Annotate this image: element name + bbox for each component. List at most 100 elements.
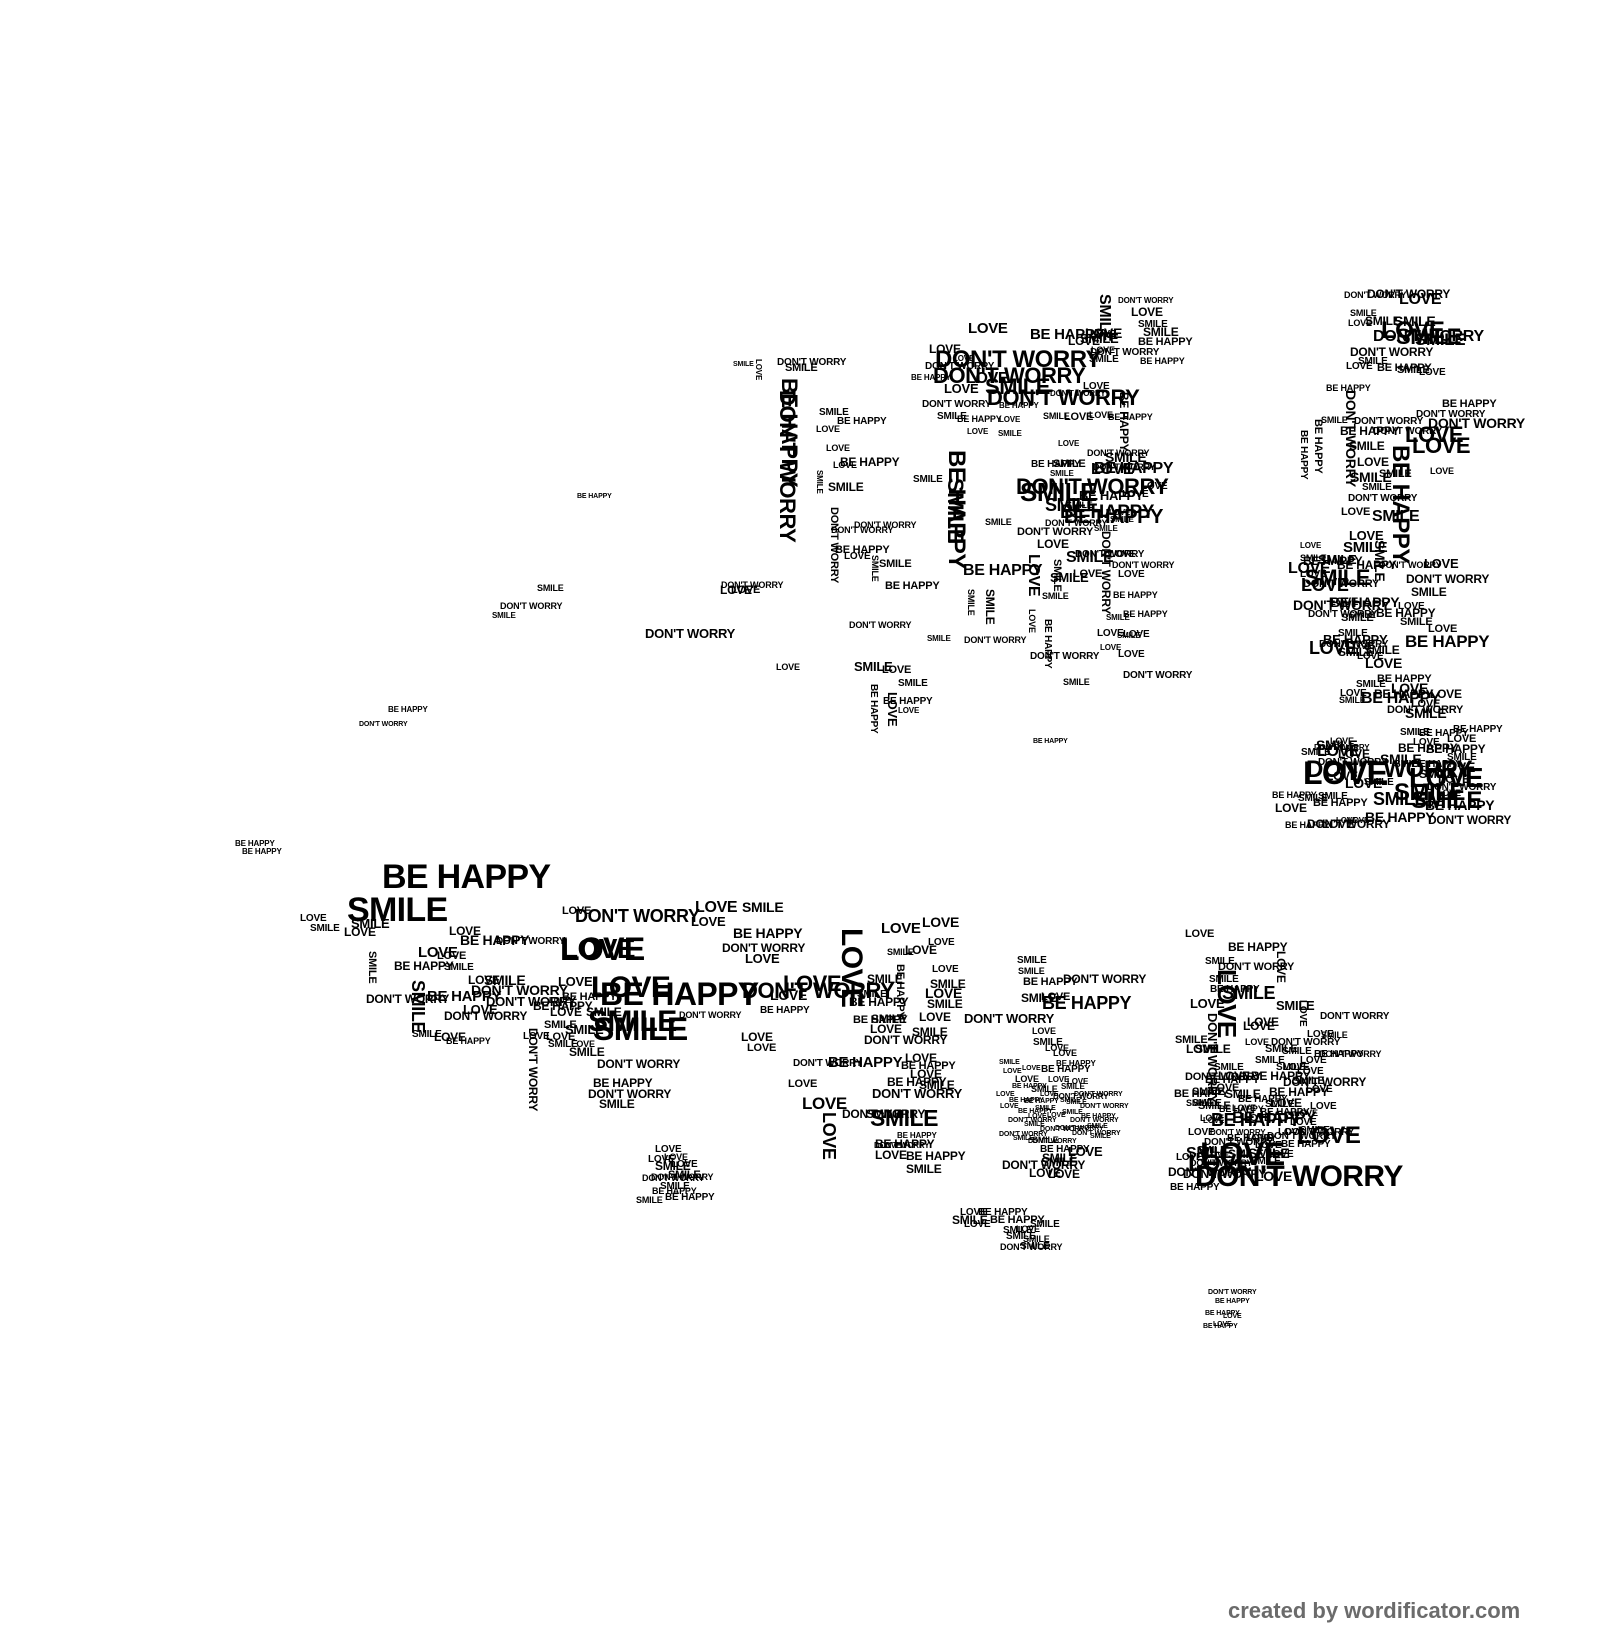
word-love: LOVE — [1307, 1029, 1334, 1040]
word-smile: SMILE — [484, 972, 526, 988]
word-smile: SMILE — [1321, 1030, 1348, 1040]
word-don-t-worry: DON'T WORRY — [1367, 287, 1451, 301]
word-love: LOVE — [468, 973, 500, 987]
word-love: LOVE — [1200, 1136, 1285, 1172]
word-smile: SMILE — [854, 659, 893, 674]
word-smile: SMILE — [742, 899, 784, 915]
word-don-t-worry: DON'T WORRY — [359, 721, 408, 728]
word-don-t-worry: DON'T WORRY — [1008, 1117, 1057, 1124]
word-love: LOVE — [1413, 737, 1440, 748]
word-be-happy: BE HAPPY — [853, 1014, 908, 1026]
word-smile: SMILE — [1094, 524, 1118, 533]
word-be-happy: BE HAPPY — [835, 544, 890, 556]
word-be-happy: BE HAPPY — [1260, 1107, 1310, 1118]
word-smile: SMILE — [1045, 495, 1099, 515]
word-don-t-worry: DON'T WORRY — [642, 1173, 705, 1183]
word-smile: SMILE — [870, 1105, 938, 1131]
word-smile: SMILE — [1358, 356, 1388, 367]
word-love: LOVE — [1419, 367, 1446, 378]
word-don-t-worry: DON'T WORRY — [588, 1087, 672, 1101]
word-smile: SMILE — [537, 583, 564, 593]
word-don-t-worry: DON'T WORRY — [1387, 704, 1464, 716]
word-be-happy: BE HAPPY — [1269, 1085, 1329, 1099]
word-smile: SMILE — [1365, 314, 1401, 328]
word-be-happy: BE HAPPY — [1312, 419, 1324, 474]
word-be-happy: BE HAPPY — [1060, 502, 1155, 523]
word-love: LOVE — [1083, 381, 1110, 392]
word-be-happy: BE HAPPY — [957, 414, 1002, 424]
word-be-happy: BE HAPPY — [1024, 1098, 1059, 1105]
word-love: LOVE — [1246, 1133, 1273, 1144]
word-smile: SMILE — [930, 977, 966, 991]
word-be-happy: BE HAPPY — [1081, 1113, 1116, 1120]
word-love: LOVE — [1068, 334, 1100, 348]
word-smile: SMILE — [1362, 482, 1392, 493]
word-be-happy: BE HAPPY — [1377, 673, 1432, 685]
word-smile: SMILE — [952, 1213, 988, 1227]
word-love: LOVE — [1118, 569, 1145, 580]
word-smile: SMILE — [1339, 695, 1366, 705]
word-be-happy: BE HAPPY — [1031, 459, 1081, 470]
word-love: LOVE — [1190, 996, 1225, 1011]
word-love: LOVE — [1347, 641, 1374, 652]
word-don-t-worry: DON'T WORRY — [987, 385, 1140, 410]
word-be-happy: BE HAPPY — [1219, 1104, 1264, 1114]
word-smile: SMILE — [1062, 1109, 1083, 1116]
word-be-happy: BE HAPPY — [562, 991, 617, 1003]
word-don-t-worry: DON'T WORRY — [1373, 328, 1484, 345]
word-smile: SMILE — [1066, 500, 1093, 510]
word-love: LOVE — [1109, 508, 1131, 517]
word-smile: SMILE — [1301, 747, 1331, 758]
word-be-happy: BE HAPPY — [901, 1060, 956, 1072]
word-love: LOVE — [819, 1112, 839, 1160]
word-don-t-worry: DON'T WORRY — [1319, 639, 1389, 650]
word-smile: SMILE — [1030, 1219, 1060, 1230]
word-love: LOVE — [833, 460, 857, 470]
word-be-happy: BE HAPPY — [1387, 445, 1414, 564]
word-smile: SMILE — [1043, 411, 1070, 421]
word-love: LOVE — [747, 1042, 777, 1054]
word-smile: SMILE — [1106, 613, 1130, 622]
word-love: LOVE — [1348, 318, 1372, 328]
word-smile: SMILE — [1396, 324, 1462, 349]
word-smile: SMILE — [937, 411, 967, 422]
word-smile: SMILE — [1349, 610, 1376, 620]
word-don-t-worry: DON'T WORRY — [1344, 290, 1407, 300]
word-smile: SMILE — [1017, 955, 1047, 966]
word-don-t-worry: DON'T WORRY — [1318, 757, 1388, 768]
word-love: LOVE — [437, 950, 467, 962]
word-smile: SMILE — [586, 1005, 622, 1019]
word-smile: SMILE — [819, 407, 849, 418]
word-be-happy: BE HAPPY — [388, 705, 428, 714]
word-smile: SMILE — [1292, 1075, 1325, 1087]
word-don-t-worry: DON'T WORRY — [1045, 518, 1108, 528]
word-smile: SMILE — [927, 634, 951, 643]
word-smile: SMILE — [1050, 469, 1074, 478]
word-love: LOVE — [1200, 1113, 1224, 1123]
credit-footer: created by wordificator.com — [1228, 1598, 1521, 1623]
word-smile: SMILE — [1020, 1241, 1050, 1252]
word-love: LOVE — [1326, 769, 1358, 783]
word-be-happy: BE HAPPY — [1123, 609, 1168, 619]
word-love: LOVE — [1186, 1042, 1218, 1056]
word-smile: SMILE — [1209, 974, 1239, 985]
word-smile: SMILE — [1397, 364, 1430, 376]
word-love: LOVE — [1000, 1103, 1019, 1110]
word-smile: SMILE — [1298, 793, 1328, 804]
word-don-t-worry: DON'T WORRY — [1087, 448, 1150, 458]
word-don-t-worry: DON'T WORRY — [1118, 296, 1174, 305]
word-don-t-worry: DON'T WORRY — [1070, 1117, 1119, 1124]
word-smile: SMILE — [1343, 539, 1388, 556]
word-smile: SMILE — [1192, 1098, 1222, 1109]
word-love: LOVE — [881, 920, 921, 937]
word-love: LOVE — [1357, 455, 1389, 469]
word-love: LOVE — [1176, 1152, 1203, 1163]
word-love: LOVE — [1029, 1166, 1061, 1180]
word-smile: SMILE — [1006, 1231, 1036, 1242]
word-love: LOVE — [1047, 1112, 1066, 1119]
word-be-happy: BE HAPPY — [460, 932, 530, 948]
word-be-happy: BE HAPPY — [382, 858, 551, 896]
word-love: LOVE — [1330, 736, 1354, 746]
word-smile: SMILE — [1251, 1156, 1281, 1167]
word-love: LOVE — [1016, 1224, 1040, 1234]
